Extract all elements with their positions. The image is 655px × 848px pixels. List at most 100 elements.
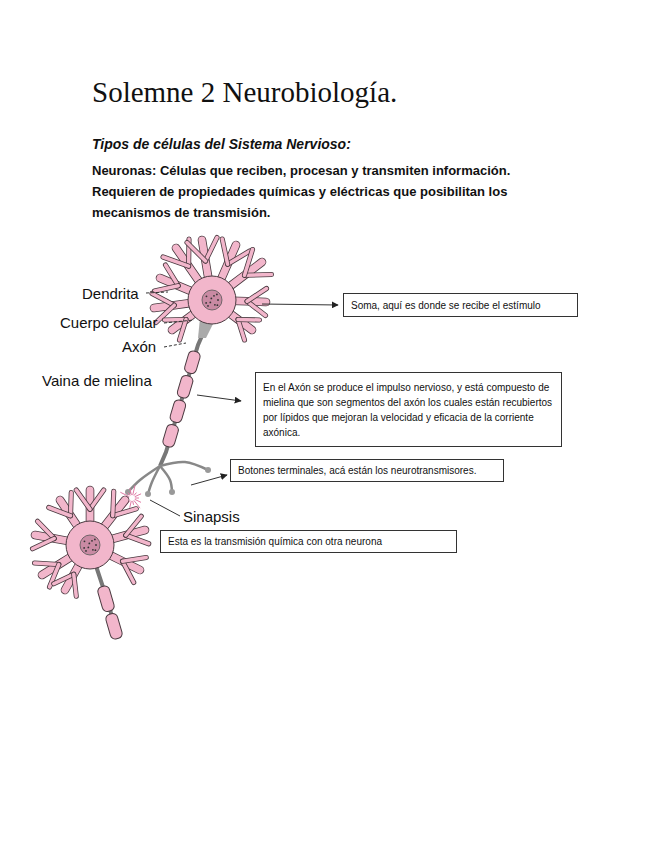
terminal-button	[169, 489, 175, 495]
dendrite	[247, 301, 265, 315]
nucleus-dot	[217, 299, 219, 301]
dendrite	[206, 238, 218, 262]
part-name: Sinapsis	[183, 508, 240, 525]
dendrite	[166, 265, 179, 286]
pointer-arrow	[191, 475, 227, 485]
part-name: Cuerpo celular	[60, 314, 158, 331]
nucleus-dot	[214, 304, 216, 306]
myelin-segment	[169, 399, 187, 424]
dendrite	[206, 238, 218, 262]
dendrite	[123, 558, 147, 562]
dendrite	[245, 250, 253, 276]
neurotransmitter-release	[130, 501, 132, 508]
callout-box: En el Axón se produce el impulso nervios…	[255, 372, 562, 447]
neurotransmitter-release	[132, 501, 134, 505]
dendrite	[166, 265, 179, 286]
myelin-segment	[183, 350, 201, 375]
dendrite	[113, 491, 114, 516]
nucleus-dot	[95, 544, 97, 546]
dendrite	[245, 250, 253, 276]
dendrite	[123, 558, 147, 562]
nucleus-dot	[85, 550, 87, 552]
callout-text: Esta es la transmisión química con otra …	[168, 534, 449, 549]
dendrite	[126, 535, 149, 544]
dendrite	[33, 539, 55, 549]
dendrite	[35, 563, 59, 565]
nucleus-dot	[87, 546, 89, 548]
nucleus-dot	[91, 540, 93, 542]
dendrite	[247, 301, 265, 315]
dendrite	[126, 535, 149, 544]
leader-line	[150, 500, 180, 516]
dendrite	[155, 286, 179, 291]
nucleus-dot	[94, 539, 96, 541]
dendrite	[126, 516, 142, 535]
dendrite	[69, 493, 73, 516]
dendrite	[245, 272, 272, 278]
dendrite	[222, 239, 227, 264]
callout-box: Esta es la transmisión química con otra …	[160, 530, 457, 553]
myelin-segment	[97, 585, 116, 613]
callout-text: Botones terminales, acá están los neurot…	[238, 463, 496, 478]
pointer-arrow	[262, 304, 338, 305]
callout-box: Soma, aquí es donde se recibe el estímul…	[343, 293, 578, 317]
nucleus-dot	[205, 302, 207, 304]
dendrite	[163, 257, 189, 266]
dendrite	[187, 243, 206, 262]
dendrite	[245, 273, 272, 277]
axon-terminal	[160, 466, 172, 492]
dendrite	[113, 509, 137, 516]
axon-terminal	[128, 466, 160, 492]
neurotransmitter-release	[135, 498, 139, 499]
dendrite	[163, 257, 189, 266]
part-name: Dendrita	[82, 285, 139, 302]
leader-line	[146, 292, 168, 293]
dendrite	[126, 516, 142, 535]
dendrite	[90, 490, 104, 509]
dendrite	[238, 320, 245, 341]
nucleus-dot	[206, 295, 208, 297]
page-title: Solemne 2 Neurobiología.	[92, 76, 397, 109]
dendrite	[123, 561, 134, 582]
neurotransmitter-release	[134, 493, 137, 496]
dendrite	[49, 508, 71, 516]
dendrite	[180, 320, 187, 341]
dendrite	[113, 509, 137, 516]
terminal-button	[145, 491, 151, 497]
leader-line	[164, 343, 186, 347]
dendrite	[68, 493, 74, 516]
section-heading: Tipos de células del Sistema Nervioso:	[92, 136, 572, 152]
nucleus	[80, 535, 100, 555]
nucleus-dot	[95, 549, 97, 551]
nucleus-dot	[210, 298, 212, 300]
dendrite	[74, 574, 77, 596]
cell-body	[66, 521, 114, 569]
dendrite	[155, 286, 179, 291]
dendrite	[238, 320, 245, 341]
nucleus-dot	[213, 295, 215, 297]
pointer-arrow	[197, 395, 241, 401]
axon	[160, 322, 208, 466]
neurotransmitter-release	[135, 494, 141, 497]
nucleus-dot	[207, 305, 209, 307]
dendrite	[33, 539, 55, 549]
axon-terminal	[148, 466, 160, 494]
myelin-segment	[105, 612, 124, 640]
dendrite	[152, 294, 174, 306]
dendrite	[152, 294, 174, 306]
dendrite	[76, 490, 90, 509]
myelin-segment	[162, 423, 180, 448]
myelin-segment	[176, 374, 194, 399]
cell-body	[188, 276, 236, 324]
dendrite	[187, 243, 206, 262]
neurotransmitter-release	[133, 485, 135, 495]
axon-terminal	[160, 462, 208, 470]
dendrite	[35, 563, 59, 565]
dendrite	[38, 521, 55, 538]
dendrite	[76, 490, 90, 509]
dendrite	[49, 508, 71, 516]
nucleus-dot	[83, 547, 85, 549]
nucleus-dot	[209, 301, 211, 303]
nucleus-dot	[84, 540, 86, 542]
nucleus-dot	[216, 294, 218, 296]
